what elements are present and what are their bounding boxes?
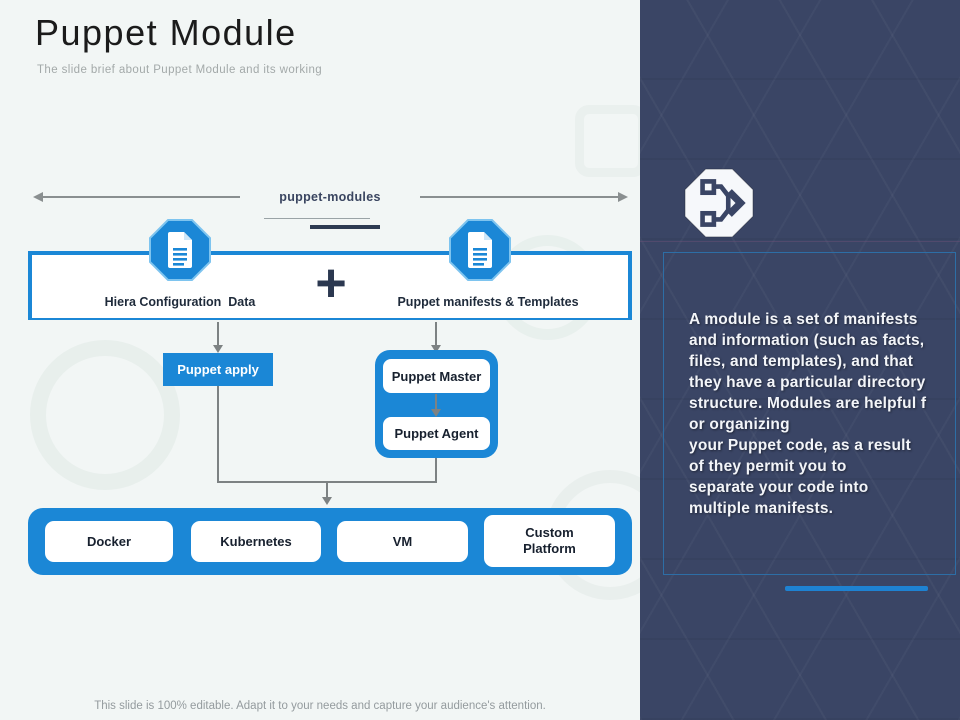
description-text: A module is a set of manifests and infor… [689,311,927,517]
puppet-apply-label: Puppet apply [177,362,259,377]
plus-sign: + [315,253,347,313]
puppet-agent-node[interactable]: Puppet Agent [383,417,490,450]
connector-line [435,394,437,411]
master-agent-group[interactable]: Puppet Master Puppet Agent [375,350,498,458]
page-subtitle: The slide brief about Puppet Module and … [37,64,323,76]
connector-line [217,386,219,483]
puppet-master-node[interactable]: Puppet Master [383,359,490,393]
arrow-down-icon [431,409,441,417]
connector-line [217,322,219,346]
connector-line [326,481,328,498]
platform-kubernetes[interactable]: Kubernetes [191,521,321,562]
platform-vm[interactable]: VM [337,521,468,562]
inputs-box[interactable] [28,251,632,320]
puppet-master-label: Puppet Master [391,368,482,384]
right-panel: A module is a set of manifests and infor… [640,0,960,720]
connector-line [435,322,437,346]
platform-label: Docker [86,533,132,549]
footer-note: This slide is 100% editable. Adapt it to… [94,700,546,712]
arrow-line [42,196,240,198]
platform-bar: Docker Kubernetes VM Custom Platform [28,508,632,575]
description-box[interactable]: A module is a set of manifests and infor… [663,252,956,575]
accent-underline [785,586,928,591]
arrow-line [420,196,618,198]
arrow-down-icon [213,345,223,353]
document-icon [149,219,211,281]
arrow-down-icon [431,345,441,353]
label-accent-line [310,225,380,229]
arrow-down-icon [322,497,332,505]
panel-divider [640,241,960,242]
puppet-apply-node[interactable]: Puppet apply [163,353,273,386]
gear-watermark [30,340,180,490]
platform-label: VM [392,533,413,549]
page-title: Puppet Module [35,12,297,53]
platform-label: Kubernetes [220,533,292,549]
platform-label: Custom Platform [523,525,576,556]
puppet-agent-label: Puppet Agent [394,426,479,441]
hiera-label: Hiera Configuration Data [104,295,256,309]
platform-custom[interactable]: Custom Platform [484,515,615,567]
arrow-right-icon [618,192,628,202]
manifests-label: Puppet manifests & Templates [397,295,579,309]
branch-icon [684,168,754,238]
label-underline [264,218,370,219]
puzzle-watermark [575,105,647,177]
connector-line [435,458,437,483]
document-icon [449,219,511,281]
puppet-modules-label: puppet-modules [279,190,381,204]
platform-docker[interactable]: Docker [45,521,173,562]
arrow-left-icon [33,192,43,202]
